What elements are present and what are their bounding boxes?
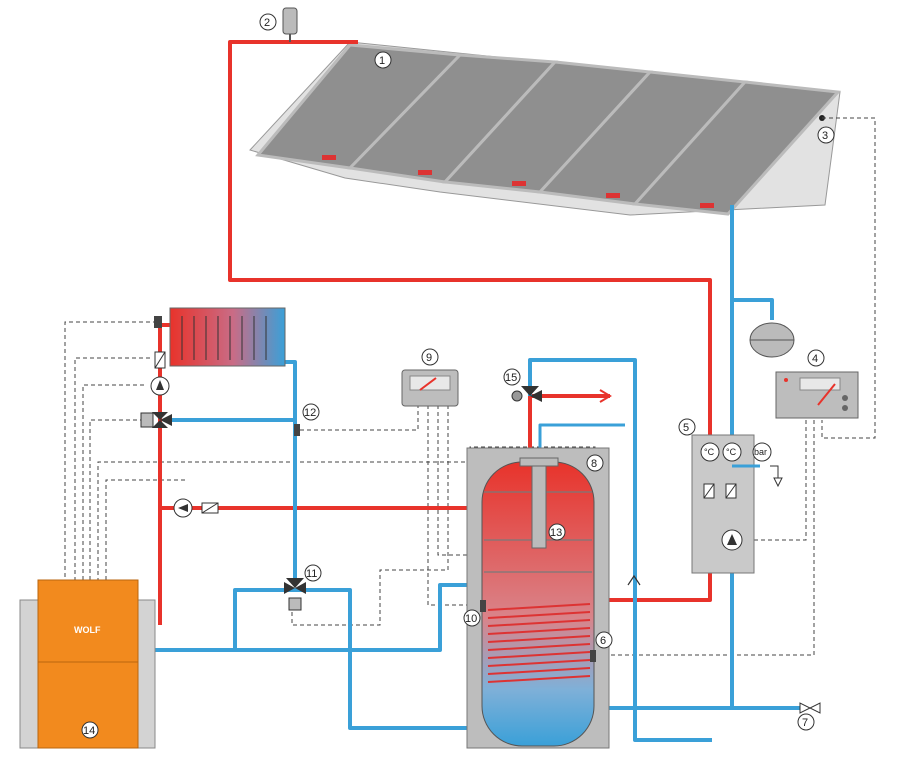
solar-collector-array xyxy=(249,41,842,216)
return-thermometer-icon xyxy=(722,442,742,462)
boiler-logo: WOLF xyxy=(74,625,101,635)
svg-text:8: 8 xyxy=(591,458,597,470)
tank-sensor-upper-icon xyxy=(480,600,486,612)
station-temp-left: °C xyxy=(704,447,715,457)
heating-element-icon xyxy=(531,457,547,549)
svg-text:5: 5 xyxy=(683,422,689,434)
callout-3: 3 xyxy=(817,126,835,144)
callout-2: 2 xyxy=(259,13,277,31)
callout-7: 7 xyxy=(797,713,815,731)
callout-10: 10 xyxy=(463,609,481,627)
mixing-valve-icon xyxy=(152,412,168,420)
safety-valve-icon xyxy=(773,477,783,488)
panel-sensor-icon xyxy=(418,170,432,175)
solar-controller xyxy=(775,371,859,419)
flow-thermometer-icon xyxy=(700,442,720,462)
callout-14: 14 xyxy=(81,721,99,739)
panel-sensor-icon xyxy=(700,203,714,208)
callout-4: 4 xyxy=(807,349,825,367)
callout-5: 5 xyxy=(678,418,696,436)
solar-expansion-vessel xyxy=(749,322,795,358)
callout-8: 8 xyxy=(586,454,604,472)
dhw-mixing-valve xyxy=(511,386,612,403)
callout-9: 9 xyxy=(421,348,439,366)
heating-circuit-components xyxy=(140,351,300,518)
outdoor-sensor-icon xyxy=(294,424,300,436)
panel-sensor-icon xyxy=(512,181,526,186)
drain-valve xyxy=(799,702,821,714)
svg-text:15: 15 xyxy=(505,372,517,384)
svg-text:6: 6 xyxy=(600,635,606,647)
callout-11: 11 xyxy=(304,564,322,582)
svg-text:11: 11 xyxy=(306,568,317,580)
svg-text:13: 13 xyxy=(550,527,562,539)
callout-6: 6 xyxy=(595,631,613,649)
svg-text:9: 9 xyxy=(426,352,432,364)
collector-panel xyxy=(631,80,842,216)
radiator xyxy=(154,307,286,367)
circulation-arrow-icon xyxy=(627,574,641,586)
svg-text:14: 14 xyxy=(83,725,95,737)
hot-water-outlet-arrow-icon xyxy=(599,389,612,403)
svg-text:10: 10 xyxy=(465,613,477,625)
diverter-valve xyxy=(284,578,306,611)
svg-text:12: 12 xyxy=(304,407,316,419)
svg-text:4: 4 xyxy=(812,353,818,365)
callout-15: 15 xyxy=(503,368,521,386)
panel-sensor-icon xyxy=(322,155,336,160)
station-temp-right: °C xyxy=(726,447,737,457)
expansion-vessel-top xyxy=(282,7,298,42)
solar-station: °C °C bar xyxy=(691,434,783,574)
svg-text:3: 3 xyxy=(822,130,828,142)
solar-coil xyxy=(487,603,591,683)
pressure-gauge-icon xyxy=(752,442,772,462)
tank-sensor-lower-icon xyxy=(590,650,596,662)
station-pressure-label: bar xyxy=(754,447,767,457)
svg-text:1: 1 xyxy=(379,55,385,67)
callout-13: 13 xyxy=(548,523,566,541)
callout-1: 1 xyxy=(374,51,392,69)
panel-sensor-icon xyxy=(606,193,620,198)
svg-text:2: 2 xyxy=(264,17,270,29)
boiler-controller xyxy=(401,369,459,407)
callout-12: 12 xyxy=(302,403,320,421)
storage-tank xyxy=(466,447,641,749)
callouts: 1 2 3 4 5 6 7 8 9 10 11 12 13 14 15 xyxy=(81,13,835,739)
svg-text:7: 7 xyxy=(802,717,808,729)
